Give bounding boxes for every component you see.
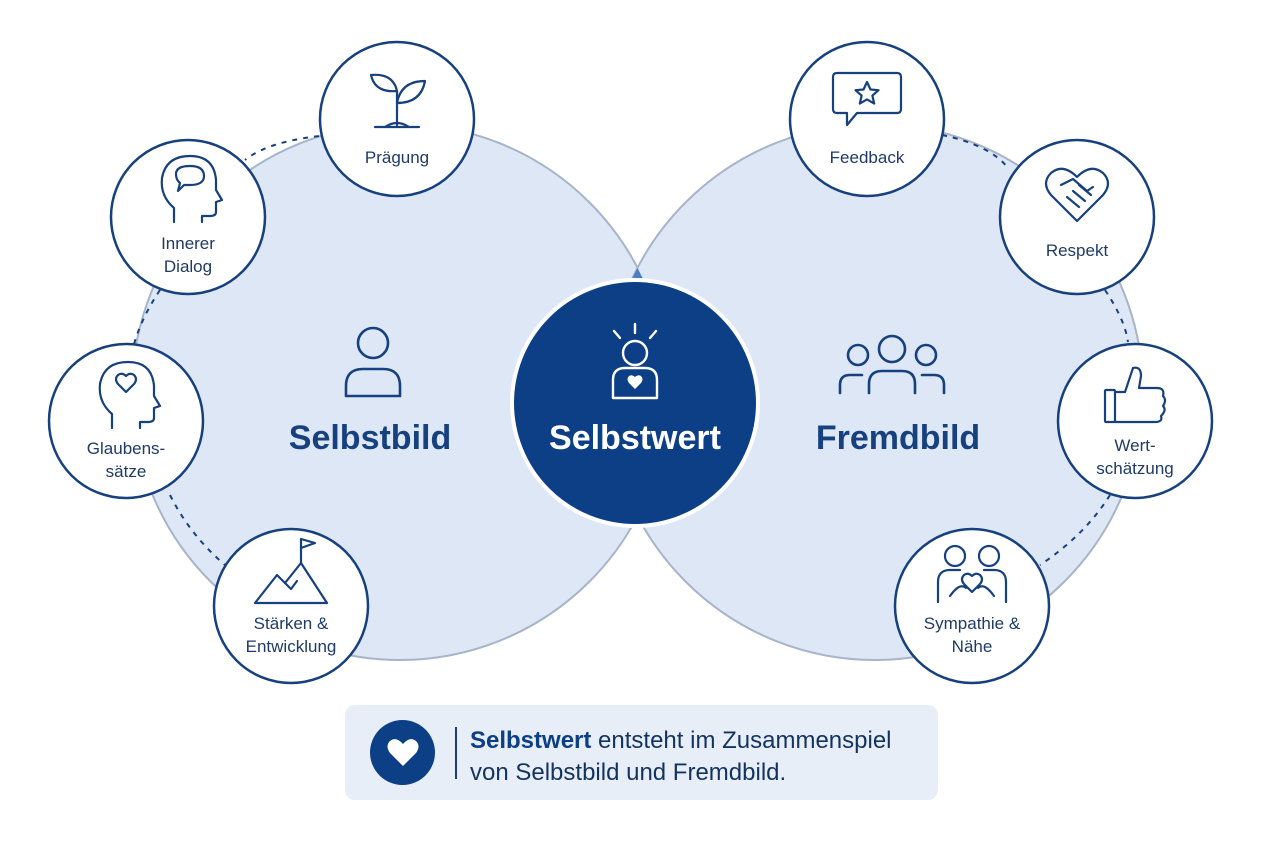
- fremdbild-label: Fremdbild: [816, 419, 980, 457]
- sprout-icon: [369, 73, 427, 129]
- selbstwert-circle: [510, 278, 760, 528]
- node-staerken-label-2: Entwicklung: [246, 637, 337, 656]
- node-glaubenssaetze-label-2: sätze: [106, 462, 147, 481]
- head-heart-icon: [98, 360, 162, 430]
- left-dashed-arc: [132, 134, 331, 566]
- node-staerken-entwicklung: Stärken & Entwicklung: [212, 527, 370, 685]
- heart-icon: [387, 739, 419, 766]
- node-praegung-label: Prägung: [365, 148, 429, 167]
- summary-callout: Selbstwert entsteht im Zusammenspiel von…: [345, 705, 938, 800]
- node-sympathie-label-2: Nähe: [952, 637, 993, 656]
- node-staerken-label-1: Stärken &: [254, 614, 329, 633]
- node-sympathie-naehe: Sympathie & Nähe: [893, 527, 1051, 685]
- group-icon: [838, 334, 946, 395]
- callout-text: Selbstwert entsteht im Zusammenspiel von…: [470, 725, 920, 789]
- node-feedback-label: Feedback: [830, 148, 905, 167]
- mountain-flag-icon: [253, 537, 329, 605]
- node-innerer-dialog: Innerer Dialog: [109, 138, 267, 296]
- node-wertschaetzung: Wert- schätzung: [1056, 342, 1214, 500]
- speech-star-icon: [831, 71, 903, 127]
- node-glaubenssaetze: Glaubens- sätze: [47, 342, 205, 500]
- node-wertschaetzung-label-1: Wert-: [1114, 436, 1155, 455]
- callout-bold: Selbstwert: [470, 727, 592, 754]
- node-praegung: Prägung: [318, 40, 476, 198]
- node-respekt-label: Respekt: [1046, 241, 1109, 260]
- thumbs-up-icon: [1103, 366, 1167, 424]
- heart-handshake-icon: [1044, 167, 1110, 223]
- radiant-person-heart-icon: [611, 322, 659, 400]
- person-icon: [344, 326, 402, 398]
- callout-divider: [455, 727, 457, 779]
- callout-rest: entsteht im Zusammenspiel von Selbstbild…: [470, 727, 892, 786]
- node-respekt: Respekt: [998, 138, 1156, 296]
- callout-badge: [370, 720, 435, 785]
- center-label: Selbstwert: [549, 419, 721, 457]
- selbstbild-label: Selbstbild: [289, 419, 451, 457]
- node-sympathie-label-1: Sympathie &: [924, 614, 1021, 633]
- node-feedback: Feedback: [788, 40, 946, 198]
- node-glaubenssaetze-label-1: Glaubens-: [87, 439, 165, 458]
- node-innerer-dialog-label-2: Dialog: [164, 257, 212, 276]
- node-wertschaetzung-label-2: schätzung: [1096, 459, 1174, 478]
- node-innerer-dialog-label-1: Innerer: [161, 234, 215, 253]
- head-speech-icon: [160, 154, 224, 224]
- two-people-heart-icon: [936, 544, 1008, 604]
- right-dashed-arc: [941, 134, 1129, 566]
